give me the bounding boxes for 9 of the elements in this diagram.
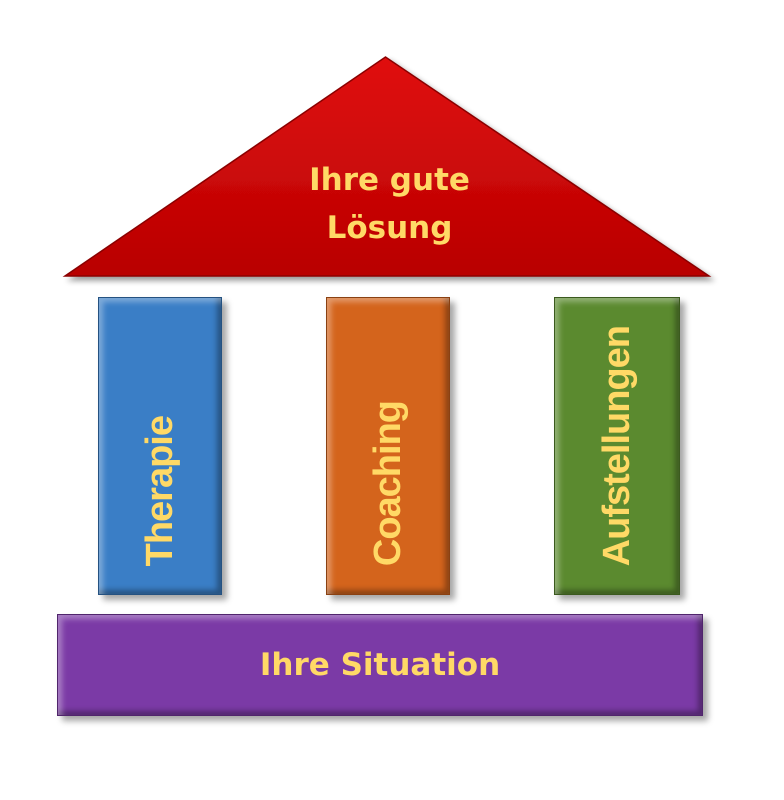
pillar-label: Aufstellungen: [596, 326, 638, 566]
pillar-label: Coaching: [366, 400, 410, 566]
base-bar: [57, 614, 703, 716]
pillar-label: Therapie: [138, 416, 182, 566]
base-label: Ihre Situation: [260, 647, 500, 683]
roof-label: Ihre gute Lösung: [308, 161, 471, 248]
pillar-bar: [554, 297, 680, 595]
pillar-bar: [326, 297, 450, 595]
pillar-bar: [98, 297, 222, 595]
